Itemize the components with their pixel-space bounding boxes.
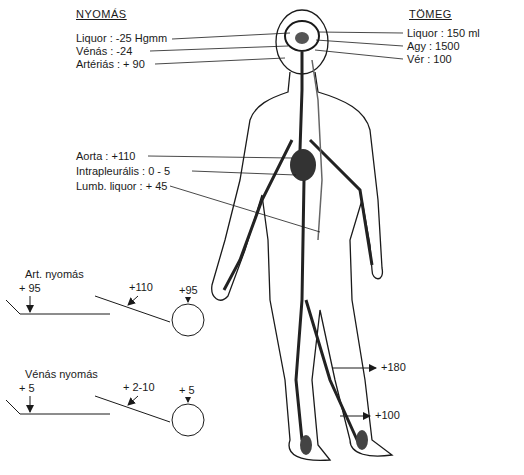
leader-lines xyxy=(148,32,403,232)
pressure-value: Artériás : + 90 xyxy=(75,58,146,71)
venous-scheme xyxy=(6,396,204,436)
pressure-value: Intrapleurális : 0 - 5 xyxy=(75,165,171,178)
pressure-arrow xyxy=(340,416,370,417)
pressure-value: + 95 xyxy=(18,282,42,295)
pressure-value: +110 xyxy=(128,281,154,294)
mass-value: Liquor : 150 ml xyxy=(406,27,481,40)
pressure-value: +95 xyxy=(178,284,199,297)
spinal-canal xyxy=(312,60,322,240)
pressure-value: Aorta : +110 xyxy=(75,150,136,163)
vessels xyxy=(224,52,372,442)
column-heading: TÖMEG xyxy=(408,8,453,21)
pressure-arrow xyxy=(332,368,376,369)
pressure-value: + 5 xyxy=(18,382,36,395)
heart xyxy=(290,149,316,181)
pressure-value: Lumb. liquor : + 45 xyxy=(75,180,168,193)
pressure-value: + 2-10 xyxy=(122,381,156,394)
scheme-title: Art. nyomás xyxy=(24,268,85,281)
foot-veins xyxy=(300,435,312,455)
column-heading: NYOMÁS xyxy=(75,8,128,21)
foot-veins xyxy=(356,430,368,450)
pressure-value: +100 xyxy=(374,409,401,422)
pressure-value: Vénás : -24 xyxy=(75,45,133,58)
mass-value: Agy : 1500 xyxy=(406,40,461,53)
pressure-value: + 5 xyxy=(178,384,196,397)
brain-ventricle xyxy=(295,32,309,44)
pressure-value: Liquor : -25 Hgmm xyxy=(75,32,168,45)
mass-value: Vér : 100 xyxy=(406,53,453,66)
brain xyxy=(285,21,319,51)
arterial-scheme xyxy=(6,296,204,336)
pressure-value: +180 xyxy=(380,361,407,374)
scheme-title: Vénás nyomás xyxy=(24,368,99,381)
